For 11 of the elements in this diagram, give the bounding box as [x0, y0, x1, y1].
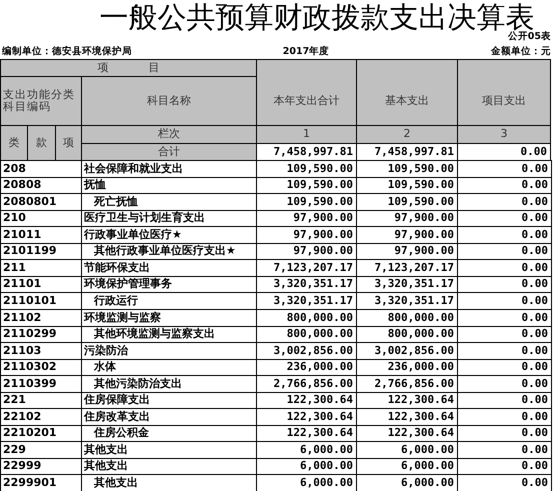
unit-note: 金额单位：元 [490, 45, 551, 59]
header-cell: 项目 [0, 59, 257, 77]
header-cell: 栏次 [81, 125, 257, 144]
compiler-note: 编制单位：德安县环境保护局 [2, 45, 133, 59]
header-cell: 合计 [81, 143, 257, 161]
header-cell: 项 [55, 125, 82, 161]
header-cell: 科目名称 [81, 76, 257, 126]
header-cell: 款 [27, 125, 56, 161]
header-cell: 类 [0, 125, 28, 161]
header-cell: 支出功能分类科目编码 [0, 76, 82, 126]
fiscal-year: 2017年度 [282, 45, 330, 59]
